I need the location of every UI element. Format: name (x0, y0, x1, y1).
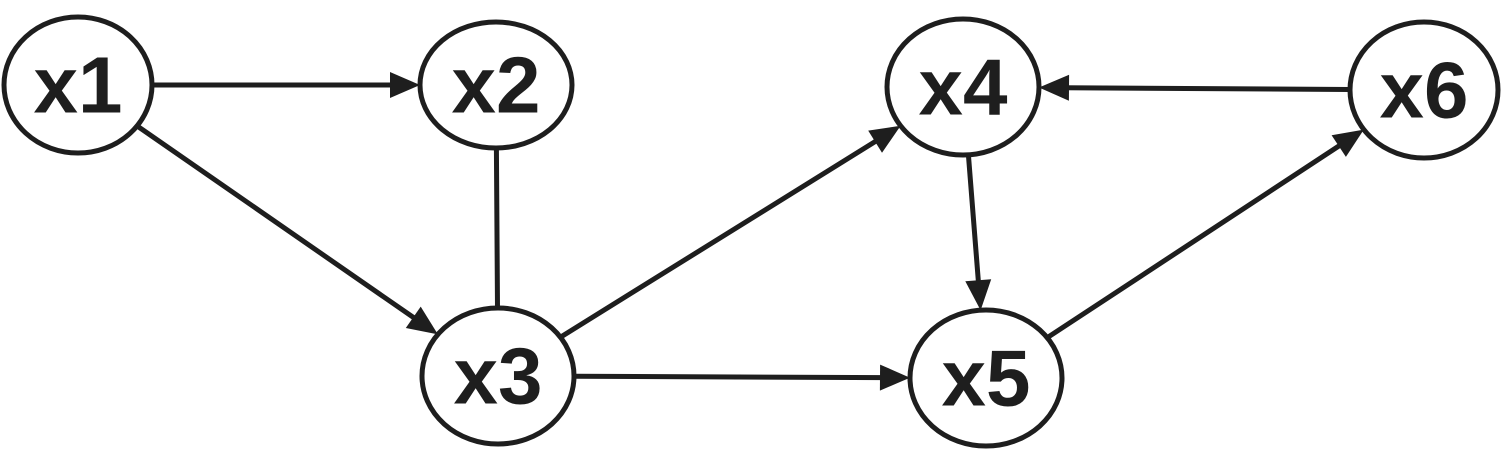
edge-x3-x5-line (571, 373, 887, 381)
edge-x3-x4 (557, 125, 901, 340)
node-x6-label: x6 (1380, 46, 1469, 135)
node-x4-label: x4 (919, 43, 1008, 132)
edge-x6-x4 (1039, 74, 1353, 101)
edge-x1-x3-line (134, 123, 419, 323)
edges-layer (134, 72, 1364, 391)
edge-x5-x6 (1044, 129, 1364, 341)
node-x6-shape (1347, 19, 1501, 161)
node-x5-label: x5 (942, 334, 1031, 423)
node-x3-label: x3 (454, 332, 543, 421)
arrowhead-icon (879, 364, 910, 391)
edge-x4-x5 (965, 152, 992, 311)
node-x4-shape (884, 16, 1042, 158)
edge-x2-x3 (493, 145, 500, 311)
edge-x3-x4-line (557, 137, 881, 340)
edge-x5-x6-line (1044, 141, 1345, 341)
node-x5-shape (907, 307, 1065, 449)
arrowhead-icon (390, 72, 420, 98)
node-x1-shape (1, 14, 155, 156)
node-x1-label: x1 (34, 41, 123, 130)
node-x6: x6 (1347, 19, 1501, 161)
arrowhead-icon (868, 125, 901, 153)
node-x2: x2 (417, 19, 575, 151)
nodes-layer: x1 x2 x3 x4 x5 x6 (1, 14, 1501, 449)
edge-x1-x2 (149, 72, 420, 98)
edge-x3-x5 (571, 364, 910, 391)
arrowhead-icon (965, 279, 992, 311)
node-x2-label: x2 (452, 41, 541, 130)
edge-x2-x3-line (493, 145, 500, 311)
arrowhead-icon (405, 306, 438, 335)
edge-x4-x5-line (965, 152, 982, 287)
arrowhead-icon (1039, 74, 1070, 101)
edge-x1-x3 (134, 123, 438, 335)
arrowhead-icon (1331, 129, 1364, 157)
node-x5: x5 (907, 307, 1065, 449)
node-x1: x1 (1, 14, 155, 156)
node-x4: x4 (884, 16, 1042, 158)
node-x2-shape (417, 19, 575, 151)
node-x3-shape (419, 305, 577, 447)
edge-x6-x4-line (1062, 85, 1353, 92)
node-x3: x3 (419, 305, 577, 447)
